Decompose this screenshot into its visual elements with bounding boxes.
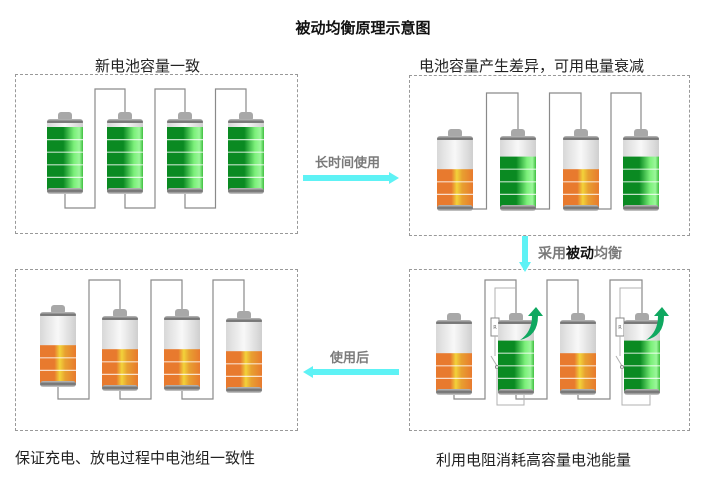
label-prefix: 采用	[538, 246, 566, 262]
battery	[500, 129, 536, 211]
series-wire	[577, 279, 643, 400]
battery-charge-level	[228, 127, 264, 190]
arrow-right-icon	[303, 172, 399, 184]
battery	[560, 313, 596, 395]
battery-charge-level	[563, 169, 599, 207]
battery-terminal	[509, 313, 523, 322]
battery-terminal	[574, 129, 588, 138]
battery	[436, 313, 472, 395]
battery-terminal	[237, 311, 251, 320]
battery	[47, 112, 83, 194]
panel-balanced-result	[15, 269, 298, 431]
series-wire	[184, 88, 247, 209]
discharge-arrow-icon	[646, 307, 669, 340]
battery-terminal	[448, 129, 462, 138]
battery-pack-balanced	[40, 279, 262, 400]
switch-icon	[490, 355, 498, 367]
battery	[498, 307, 543, 395]
arrow-label-long-use: 长时间使用	[315, 156, 381, 171]
bypass-wire	[496, 368, 525, 406]
battery-terminal	[113, 309, 127, 318]
discharge-arrow-icon	[520, 307, 543, 340]
battery-charge-level	[560, 353, 596, 391]
battery-terminal	[447, 313, 461, 322]
battery-charge-level	[102, 349, 138, 387]
battery-terminal	[178, 112, 192, 121]
battery-terminal	[635, 313, 649, 322]
label-suffix: 均衡	[594, 246, 622, 262]
caption-new-batteries: 新电池容量一致	[95, 57, 201, 75]
battery	[228, 112, 264, 194]
battery-charge-level	[437, 169, 473, 207]
caption-capacity-difference: 电池容量产生差异，可用电量衰减	[419, 57, 645, 75]
caption-resistor-discharge: 利用电阻消耗高容量电池能量	[436, 451, 632, 469]
battery	[624, 307, 669, 395]
battery-charge-level	[40, 345, 76, 383]
series-wire	[124, 88, 186, 209]
battery	[563, 129, 599, 211]
battery-pack-aged	[437, 92, 659, 211]
arrow-left-icon	[303, 366, 399, 378]
battery-charge-level	[107, 127, 143, 190]
battery-charge-level	[164, 349, 200, 387]
battery-terminal	[58, 112, 72, 121]
switch-icon	[615, 355, 623, 367]
battery	[102, 309, 138, 391]
battery	[623, 129, 659, 211]
diagram-title: 被动均衡原理示意图	[295, 19, 431, 37]
series-wire	[57, 279, 121, 400]
battery-terminal	[571, 313, 585, 322]
battery	[40, 305, 76, 387]
series-wire	[64, 88, 126, 209]
resistor-label: R	[493, 325, 497, 331]
battery-terminal	[51, 305, 65, 314]
battery	[107, 112, 143, 194]
battery	[437, 129, 473, 211]
bypass-wire	[619, 287, 642, 318]
battery-terminal	[511, 129, 525, 138]
battery-charge-level	[167, 127, 203, 190]
panel-new-batteries	[15, 74, 298, 234]
battery-charge-level	[436, 353, 472, 391]
caption-consistency: 保证充电、放电过程中电池组一致性	[15, 449, 256, 467]
battery-charge-level	[226, 351, 262, 389]
battery-pack-new	[47, 88, 264, 209]
battery-charge-level	[47, 127, 83, 190]
battery	[164, 309, 200, 391]
series-wire	[515, 279, 579, 400]
bypass-wire	[494, 287, 516, 318]
series-wire	[453, 279, 517, 400]
resistor-label: R	[618, 325, 622, 331]
battery-terminal	[239, 112, 253, 121]
battery-terminal	[118, 112, 132, 121]
panel-capacity-difference	[409, 75, 690, 236]
arrow-label-passive-balance: 采用被动均衡	[538, 243, 622, 263]
battery	[226, 311, 262, 393]
battery-terminal	[175, 309, 189, 318]
bypass-wire	[621, 368, 651, 406]
series-wire	[181, 279, 245, 400]
battery-terminal	[634, 129, 648, 138]
label-bold: 被动	[566, 246, 594, 262]
battery	[167, 112, 203, 194]
series-wire	[119, 279, 183, 400]
arrow-label-after-use: 使用后	[330, 351, 370, 366]
arrow-down-icon	[519, 236, 531, 272]
